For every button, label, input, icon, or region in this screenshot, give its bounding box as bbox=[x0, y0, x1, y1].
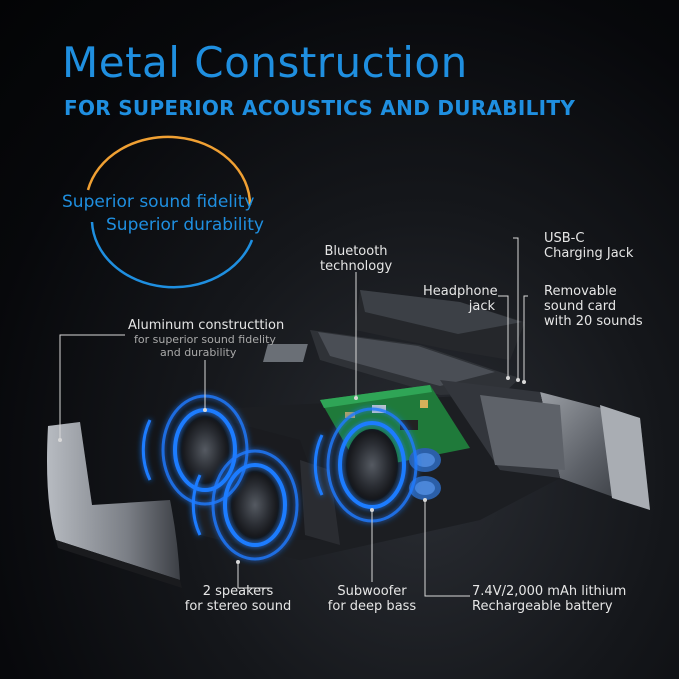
callout-speakers-line1: 2 speakers bbox=[202, 584, 274, 599]
callout-battery-line1: 7.4V/2,000 mAh lithium bbox=[472, 584, 627, 599]
callout-soundcard-line3: with 20 sounds bbox=[544, 314, 643, 329]
callout-bluetooth-line1: Bluetooth bbox=[324, 244, 388, 259]
callout-battery: 7.4V/2,000 mAh lithium Rechargeable batt… bbox=[472, 584, 626, 614]
badge-orange-arc bbox=[86, 135, 252, 206]
callout-battery-line2: Rechargeable battery bbox=[472, 599, 613, 614]
callout-headphone: Headphone jack bbox=[423, 284, 498, 314]
callout-aluminum: Aluminum constructtion for superior soun… bbox=[128, 318, 284, 359]
subwoofer-driver bbox=[346, 429, 398, 501]
sound-wave-glow-right bbox=[191, 449, 299, 561]
callout-speakers: 2 speakers for stereo sound bbox=[178, 584, 298, 614]
callout-headphone-line1: Headphone bbox=[423, 284, 498, 299]
callout-usbc-line2: Charging Jack bbox=[544, 246, 634, 261]
right-end-cap bbox=[540, 392, 650, 510]
callout-bluetooth: Bluetooth technology bbox=[320, 244, 392, 274]
callout-headphone-line2: jack bbox=[468, 299, 495, 314]
callout-soundcard: Removable sound card with 20 sounds bbox=[544, 284, 643, 329]
badge-line-durability: Superior durability bbox=[106, 215, 264, 235]
inner-frame-plate bbox=[263, 330, 520, 395]
callout-subwoofer-line2: for deep bass bbox=[327, 599, 417, 614]
callout-aluminum-sub1: for superior sound fidelity bbox=[134, 333, 276, 346]
callout-usbc-line1: USB-C bbox=[544, 231, 585, 246]
callout-soundcard-line1: Removable bbox=[544, 284, 617, 299]
callout-speakers-line2: for stereo sound bbox=[184, 599, 292, 614]
leader-dots bbox=[58, 376, 526, 564]
badge-blue-arc bbox=[90, 221, 254, 289]
page-title: Metal Construction bbox=[62, 38, 468, 87]
callout-aluminum-sub2: and durability bbox=[160, 346, 237, 359]
top-cover-plate bbox=[355, 290, 525, 360]
callout-usbc: USB-C Charging Jack bbox=[544, 231, 633, 261]
badge-line-fidelity: Superior sound fidelity bbox=[62, 192, 255, 212]
callout-subwoofer: Subwoofer for deep bass bbox=[326, 584, 418, 614]
left-end-cap bbox=[47, 422, 182, 588]
callout-bluetooth-line2: technology bbox=[320, 259, 393, 274]
page-subtitle: FOR SUPERIOR ACOUSTICS AND DURABILITY bbox=[64, 96, 576, 120]
leader-lines bbox=[59, 237, 528, 597]
callout-soundcard-line2: sound card bbox=[544, 299, 617, 314]
callout-subwoofer-line1: Subwoofer bbox=[337, 584, 407, 599]
callout-aluminum-title: Aluminum constructtion bbox=[128, 318, 285, 333]
